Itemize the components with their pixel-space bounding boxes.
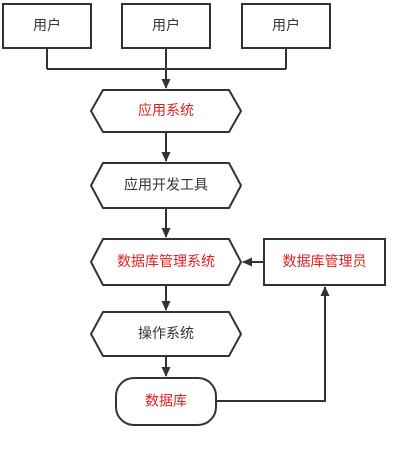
app-system-box (89, 89, 243, 133)
user-box-2 (121, 3, 211, 49)
dbms-box (89, 238, 243, 286)
user-label-2: 用户 (152, 17, 180, 34)
user-label-1: 用户 (33, 17, 61, 34)
os-box (89, 311, 243, 357)
dev-tools-label: 应用开发工具 (124, 177, 208, 194)
dba-box (263, 238, 386, 286)
dba-label: 数据库管理员 (283, 254, 367, 270)
database-box (115, 377, 217, 426)
app-system-label: 应用系统 (138, 102, 194, 119)
arrow-database-to-dba (216, 286, 330, 402)
dbms-label: 数据库管理系统 (117, 254, 215, 270)
database-label: 数据库 (145, 394, 187, 410)
dev-tools-box (89, 162, 243, 209)
os-label: 操作系统 (138, 326, 194, 342)
user-box-1 (2, 3, 92, 49)
user-box-3 (241, 3, 331, 49)
user-label-3: 用户 (272, 17, 300, 34)
